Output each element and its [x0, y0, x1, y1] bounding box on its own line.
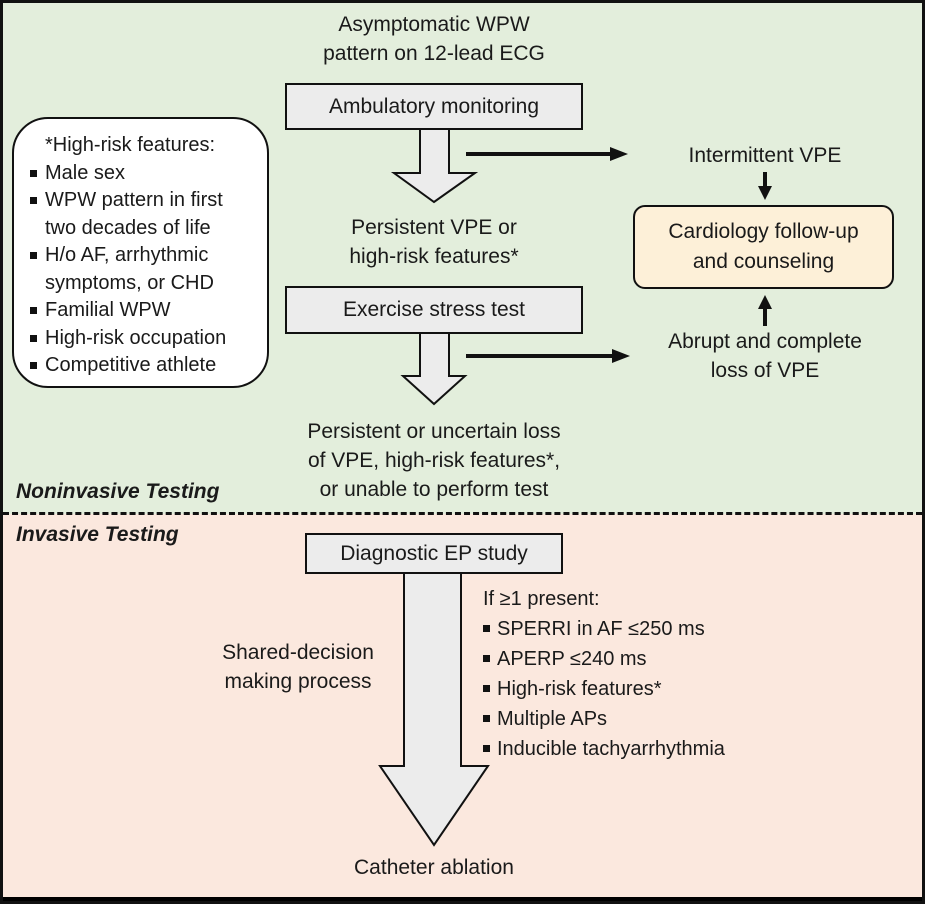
high-risk-item: Male sex	[30, 160, 267, 188]
after-step1-line-2: high-risk features*	[349, 245, 519, 268]
diagnostic-ep-study-box: Diagnostic EP study	[305, 533, 563, 574]
ep-criteria-item: APERP ≤240 ms	[483, 644, 725, 674]
down-block-arrow-1	[390, 127, 479, 204]
ep-criteria-item: Multiple APs	[483, 704, 725, 734]
down-block-arrow-2	[400, 331, 468, 406]
noninvasive-testing-label: Noninvasive Testing	[16, 480, 220, 503]
arrowhead-intermittent-to-cardio	[758, 186, 772, 200]
intermittent-vpe-label: Intermittent VPE	[688, 144, 842, 167]
catheter-ablation-label: Catheter ablation	[354, 856, 514, 879]
after-stress-test-condition: Persistent or uncertain loss of VPE, hig…	[264, 417, 604, 504]
shared-line-1: Shared-decision	[222, 641, 374, 664]
after-step2-line-1: Persistent or uncertain loss	[307, 420, 561, 443]
shared-line-2: making process	[224, 670, 372, 693]
after-step2-line-3: or unable to perform test	[319, 478, 549, 501]
bullet-square-icon	[483, 685, 490, 692]
start-line-1: Asymptomatic WPW	[338, 13, 530, 36]
ep-criteria: If ≥1 present: SPERRI in AF ≤250 ms APER…	[483, 584, 725, 764]
cardiology-line-1: Cardiology follow-up	[668, 220, 859, 243]
after-monitoring-condition: Persistent VPE or high-risk features*	[284, 213, 584, 271]
ep-criteria-list: SPERRI in AF ≤250 ms APERP ≤240 ms High-…	[483, 614, 725, 764]
start-condition: Asymptomatic WPW pattern on 12-lead ECG	[284, 10, 584, 68]
bullet-square-icon	[30, 334, 37, 342]
start-line-2: pattern on 12-lead ECG	[323, 42, 545, 65]
arrowhead-to-abrupt	[612, 349, 630, 363]
high-risk-item: Familial WPW	[30, 297, 267, 325]
abrupt-loss-vpe-label: Abrupt and complete loss of VPE	[635, 327, 895, 385]
bullet-square-icon	[30, 169, 37, 177]
bullet-square-icon	[483, 655, 490, 662]
cardiology-line-2: and counseling	[692, 250, 835, 273]
diagnostic-ep-study-label: Diagnostic EP study	[340, 541, 528, 565]
cardiology-followup-box: Cardiology follow-up and counseling	[633, 205, 894, 289]
ambulatory-monitoring-label: Ambulatory monitoring	[328, 94, 540, 118]
zone-divider-dashed	[3, 512, 922, 515]
shared-decision-label: Shared-decision making process	[198, 638, 398, 696]
ep-criteria-title: If ≥1 present:	[483, 588, 600, 610]
abrupt-line-1: Abrupt and complete	[668, 330, 862, 353]
bullet-square-icon	[30, 197, 37, 204]
arrowhead-abrupt-to-cardio	[758, 295, 772, 309]
invasive-zone	[3, 514, 922, 897]
bullet-square-icon	[483, 625, 490, 632]
high-risk-item: High-risk occupation	[30, 325, 267, 353]
invasive-testing-label: Invasive Testing	[16, 523, 179, 546]
ep-criteria-item: High-risk features*	[483, 674, 725, 704]
diagnostic-to-ablation-arrow	[378, 571, 490, 847]
ambulatory-monitoring-box: Ambulatory monitoring	[285, 83, 583, 130]
exercise-stress-test-label: Exercise stress test	[342, 298, 526, 321]
high-risk-features-box: *High-risk features: Male sex WPW patter…	[12, 117, 269, 388]
abrupt-line-2: loss of VPE	[710, 359, 820, 382]
bullet-square-icon	[30, 307, 37, 314]
bullet-square-icon	[30, 362, 37, 369]
after-step1-line-1: Persistent VPE or	[351, 216, 517, 239]
high-risk-features-title: *High-risk features:	[45, 134, 216, 156]
bullet-square-icon	[483, 745, 490, 752]
arrowhead-to-intermittent	[610, 147, 628, 161]
exercise-stress-test-box: Exercise stress test	[285, 286, 583, 334]
ep-criteria-item: SPERRI in AF ≤250 ms	[483, 614, 725, 644]
bullet-square-icon	[483, 715, 490, 722]
high-risk-item: Competitive athlete	[30, 352, 267, 380]
bullet-square-icon	[30, 252, 37, 259]
after-step2-line-2: of VPE, high-risk features*,	[307, 449, 561, 472]
ep-criteria-item: Inducible tachyarrhythmia	[483, 734, 725, 764]
